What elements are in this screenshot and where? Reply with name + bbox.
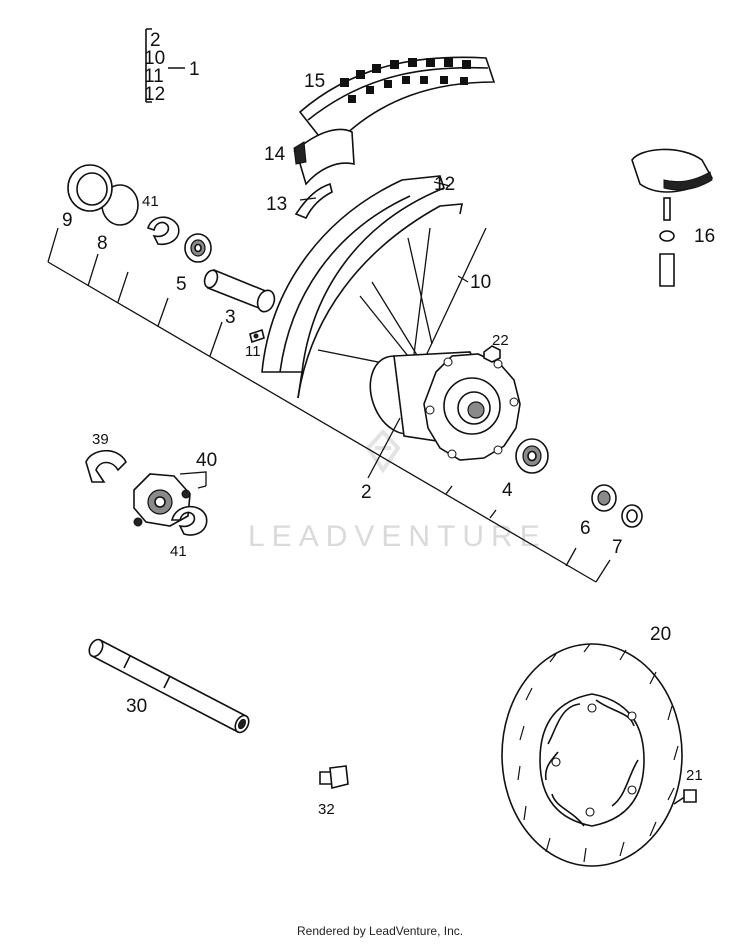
callout-41-lower: 41 — [170, 543, 187, 560]
callout-22: 22 — [492, 332, 509, 349]
axle-30 — [88, 638, 250, 734]
inner-tube — [293, 128, 355, 186]
callout-16: 16 — [694, 226, 715, 247]
callout-7: 7 — [612, 537, 623, 558]
kit-member-11: 11 — [144, 66, 164, 87]
callout-3: 3 — [225, 307, 236, 328]
rim — [261, 175, 463, 399]
callout-32: 32 — [318, 801, 335, 818]
callout-20: 20 — [650, 624, 671, 645]
callout-labels: 2 3 4 5 6 7 8 9 10 11 12 13 14 15 16 20 … — [62, 71, 715, 818]
callout-5: 5 — [176, 274, 187, 295]
rim-band — [294, 182, 333, 220]
watermark-text: LEADVENTURE — [248, 520, 547, 553]
callout-8: 8 — [97, 233, 108, 254]
callout-30: 30 — [126, 696, 147, 717]
spacer-tube — [203, 268, 276, 313]
disc-screw-21 — [673, 789, 697, 805]
callout-6: 6 — [580, 518, 591, 539]
nipple-11 — [249, 328, 265, 344]
nut-22 — [483, 345, 501, 363]
spring-washer-39 — [85, 449, 127, 483]
axle-bolt-32 — [319, 765, 349, 790]
callout-15: 15 — [304, 71, 325, 92]
callout-13: 13 — [266, 194, 287, 215]
callout-1: 1 — [189, 59, 200, 80]
kit-member-12: 12 — [144, 84, 165, 105]
tire — [298, 56, 496, 152]
callout-39: 39 — [92, 431, 109, 448]
callout-4: 4 — [502, 480, 513, 501]
leadventure-watermark: LEADVENTURE — [248, 429, 547, 553]
seal-6 — [591, 484, 617, 512]
leader-lines — [47, 149, 611, 583]
seal-9 — [67, 164, 113, 212]
callout-11: 11 — [245, 343, 261, 360]
valve-16 — [631, 148, 714, 287]
spacer-7 — [621, 504, 643, 528]
callout-9: 9 — [62, 210, 73, 231]
kit-group-bracket: 2 10 11 12 1 — [144, 28, 200, 105]
speedo-drive-40 — [133, 473, 191, 527]
callout-21: 21 — [686, 767, 703, 784]
bearing-5 — [184, 233, 212, 263]
hub — [369, 351, 521, 461]
callout-41-upper: 41 — [142, 193, 159, 210]
credit-line: Rendered by LeadVenture, Inc. — [297, 924, 463, 938]
callout-40: 40 — [196, 450, 217, 471]
callout-14: 14 — [264, 144, 286, 165]
circlip-41-upper — [147, 216, 180, 246]
kit-member-2: 2 — [150, 30, 161, 51]
brake-disc-20 — [501, 643, 683, 867]
kit-member-10: 10 — [144, 48, 165, 69]
callout-12: 12 — [434, 174, 455, 195]
circlip-41-lower — [170, 505, 208, 536]
bearing-4 — [515, 438, 549, 474]
callout-2: 2 — [361, 482, 372, 503]
callout-10: 10 — [470, 272, 491, 293]
